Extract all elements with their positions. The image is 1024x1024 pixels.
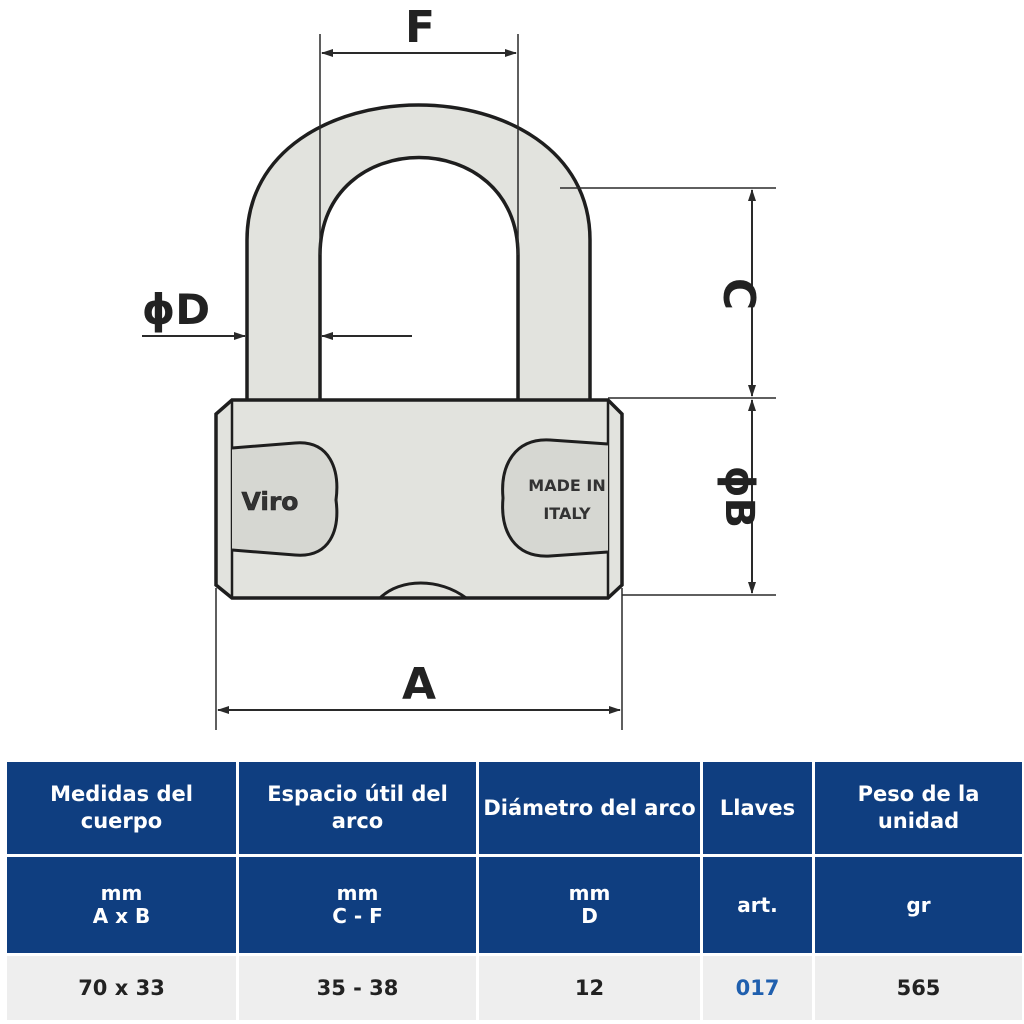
dimension-d: ϕD bbox=[142, 285, 412, 340]
unit-shackle-diameter: mm D bbox=[476, 854, 703, 957]
value-unit-weight: 565 bbox=[812, 953, 1024, 1023]
header-shackle-space: Espacio útil del arco bbox=[236, 758, 479, 858]
dimension-b-label: ϕB bbox=[716, 466, 762, 528]
value-shackle-space: 35 - 38 bbox=[236, 953, 479, 1023]
padlock-diagram: Viro MADE IN ITALY F C ϕB ϕD A bbox=[142, 2, 776, 730]
header-shackle-diameter: Diámetro del arco bbox=[476, 758, 703, 858]
value-shackle-diameter: 12 bbox=[476, 953, 703, 1023]
origin-plate bbox=[501, 438, 609, 558]
dimension-c-label: C bbox=[713, 278, 764, 310]
dimension-b: ϕB bbox=[608, 397, 776, 596]
brand-plate bbox=[231, 441, 339, 557]
padlock-shackle bbox=[245, 103, 592, 407]
brand-logo: Viro bbox=[242, 487, 299, 516]
header-body-size: Medidas del cuerpo bbox=[4, 758, 239, 858]
table-value-row: 70 x 33 35 - 38 12 017 565 bbox=[4, 953, 1024, 1023]
value-keys: 017 bbox=[700, 953, 815, 1023]
unit-keys: art. bbox=[700, 854, 815, 957]
unit-body-size: mm A x B bbox=[4, 854, 239, 957]
made-in-text: MADE IN bbox=[528, 476, 605, 495]
dimension-d-label: ϕD bbox=[142, 285, 210, 334]
unit-shackle-space: mm C - F bbox=[236, 854, 479, 957]
table-unit-row: mm A x B mm C - F mm D art. gr bbox=[4, 854, 1024, 957]
header-unit-weight: Peso de la unidad bbox=[812, 758, 1024, 858]
italy-text: ITALY bbox=[543, 504, 591, 523]
table-header-row: Medidas del cuerpo Espacio útil del arco… bbox=[4, 758, 1024, 858]
unit-unit-weight: gr bbox=[812, 854, 1024, 957]
header-keys: Llaves bbox=[700, 758, 815, 858]
dimension-a-label: A bbox=[402, 659, 436, 710]
dimension-f-label: F bbox=[405, 2, 435, 53]
dimension-a: A bbox=[215, 588, 623, 730]
spec-table: Medidas del cuerpo Espacio útil del arco… bbox=[4, 758, 1024, 1023]
value-body-size: 70 x 33 bbox=[4, 953, 239, 1023]
dimension-f: F bbox=[319, 2, 519, 255]
padlock-body: Viro MADE IN ITALY bbox=[214, 398, 624, 600]
dimension-c: C bbox=[560, 187, 776, 397]
